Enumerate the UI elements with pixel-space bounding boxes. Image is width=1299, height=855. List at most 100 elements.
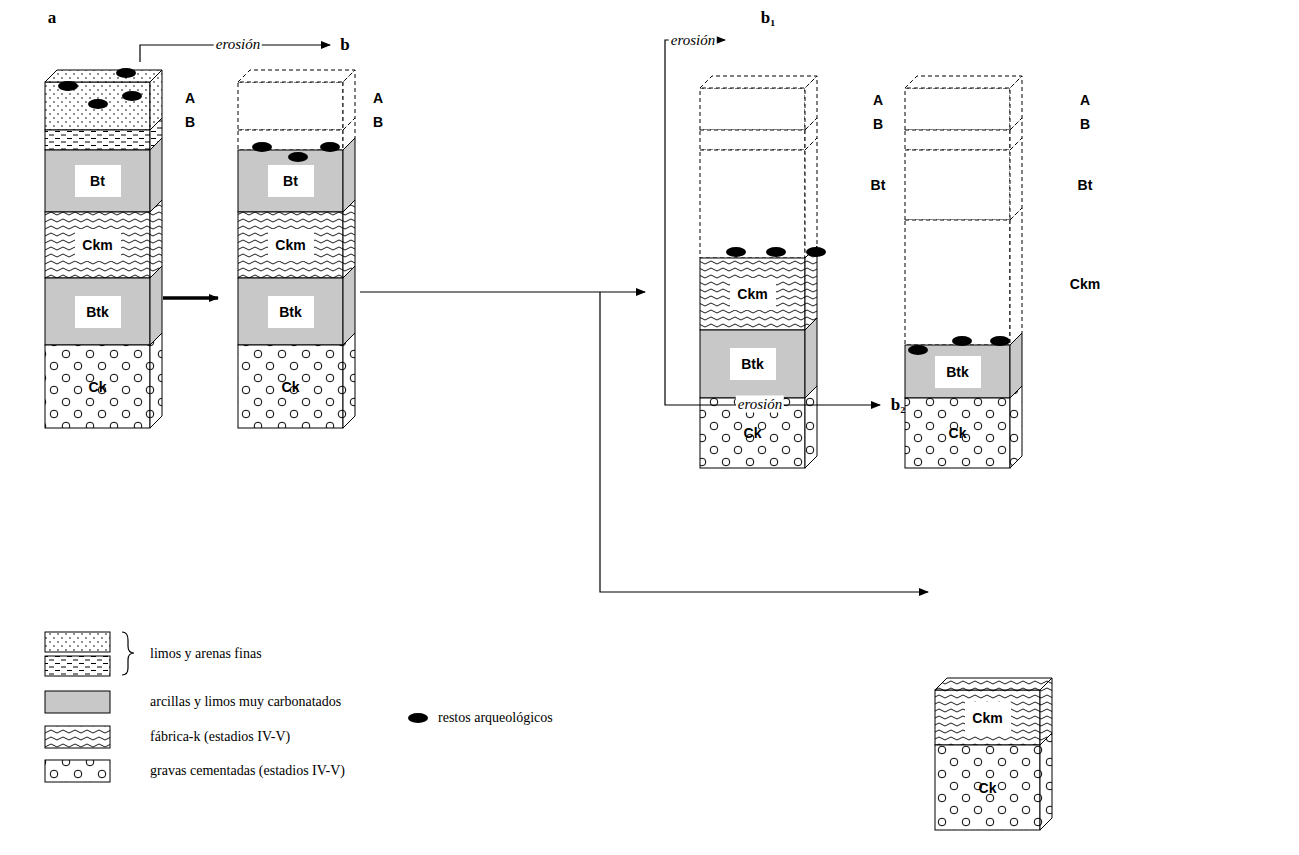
legend-text: gravas cementadas (estadios IV-V) xyxy=(150,763,345,779)
horizon-label-box: Ck xyxy=(965,772,1011,804)
legend-text: fábrica-k (estadios IV-V) xyxy=(150,729,290,745)
soil-layer xyxy=(45,150,150,212)
horizon-label-box: Bt xyxy=(268,165,314,197)
process-label: erosión xyxy=(214,36,262,53)
soil-layer xyxy=(905,398,1010,468)
horizon-label-box: Bt xyxy=(75,165,121,197)
horizon-name: A xyxy=(185,90,195,106)
horizon-name: Ck xyxy=(282,379,300,395)
horizon-name: Ck xyxy=(89,379,107,395)
soil-layer xyxy=(238,150,343,212)
horizon-name: Bt xyxy=(283,173,298,189)
legend-text: limos y arenas finas xyxy=(150,646,262,662)
soil-layer xyxy=(150,266,162,345)
soil-layer xyxy=(45,130,150,150)
soil-layer xyxy=(935,678,1052,690)
horizon-name: A xyxy=(873,92,883,108)
soil-layer xyxy=(1010,138,1022,220)
soil-layer xyxy=(805,246,817,330)
horizon-label-box: Ckm xyxy=(75,229,121,261)
horizon-label-box: Ckm xyxy=(730,278,776,310)
soil-layer xyxy=(700,330,805,398)
soil-layer xyxy=(238,278,343,345)
horizon-label-box: Btk xyxy=(730,348,776,380)
process-label: erosión xyxy=(669,32,717,49)
soil-layer xyxy=(238,82,343,130)
soil-layer xyxy=(805,138,817,258)
horizon-name: A xyxy=(373,90,383,106)
horizon-name: B xyxy=(373,114,383,130)
soil-layer xyxy=(905,220,1010,345)
legend-text: restos arqueológicos xyxy=(438,710,553,726)
legend-swatch xyxy=(45,691,110,713)
horizon-label-box: Ck xyxy=(730,417,776,449)
horizon-label-box: Btk xyxy=(75,296,121,328)
soil-layer xyxy=(905,130,1010,150)
soil-layer xyxy=(700,258,805,330)
horizon-name: Btk xyxy=(279,304,302,320)
stage-letter: a xyxy=(48,8,57,28)
stage-letter: b xyxy=(340,35,349,55)
stage-letter: b₁ xyxy=(761,8,776,28)
soil-layer xyxy=(45,212,150,278)
soil-layer xyxy=(343,200,355,278)
horizon-label-box: Btk xyxy=(935,356,981,388)
soil-layer xyxy=(805,386,817,468)
horizon-name: B xyxy=(873,116,883,132)
horizon-name: A xyxy=(1080,92,1090,108)
stage-letter: b₂ xyxy=(891,395,906,415)
horizon-name: Bt xyxy=(871,177,886,193)
process-label: erosión xyxy=(736,396,784,413)
horizon-label-box: Ck xyxy=(268,371,314,403)
horizon-name: Btk xyxy=(741,356,764,372)
soil-layer xyxy=(343,138,355,212)
horizon-name: Bt xyxy=(90,173,105,189)
horizon-label-box: Ck xyxy=(75,371,121,403)
horizon-name: Ckm xyxy=(737,286,767,302)
soil-layer xyxy=(238,345,343,428)
soil-layer xyxy=(905,88,1010,130)
horizon-label-box: Btk xyxy=(268,296,314,328)
horizon-name: Ck xyxy=(979,780,997,796)
soil-layer xyxy=(150,333,162,428)
soil-layer xyxy=(45,345,150,428)
horizon-name: Bt xyxy=(1078,177,1093,193)
soil-layer xyxy=(238,212,343,278)
soil-layer xyxy=(805,318,817,398)
soil-layer xyxy=(905,76,1022,88)
horizon-name: Ckm xyxy=(972,710,1002,726)
horizon-name: Btk xyxy=(946,364,969,380)
soil-layer xyxy=(935,690,1040,745)
soil-layer xyxy=(45,82,150,130)
soil-layer xyxy=(45,278,150,345)
soil-layer xyxy=(700,150,805,258)
soil-layer xyxy=(905,345,1010,398)
legend-text: arcillas y limos muy carbonatados xyxy=(150,694,341,710)
horizon-name: Btk xyxy=(86,304,109,320)
soil-layer xyxy=(238,70,355,82)
horizon-name: Ckm xyxy=(1070,276,1100,292)
soil-layer xyxy=(700,130,805,150)
horizon-name: Ck xyxy=(949,425,967,441)
soil-layer xyxy=(935,745,1040,830)
horizon-label-box: Ck xyxy=(935,417,981,449)
soil-layer xyxy=(150,138,162,212)
soil-layer xyxy=(150,200,162,278)
soil-layer xyxy=(700,88,805,130)
horizon-name: Ckm xyxy=(82,237,112,253)
soil-layer xyxy=(45,70,162,82)
soil-layer xyxy=(343,333,355,428)
soil-layer xyxy=(1040,733,1052,830)
horizon-label-box: Ckm xyxy=(268,229,314,261)
horizon-name: B xyxy=(1080,116,1090,132)
soil-layer xyxy=(1010,386,1022,468)
soil-layer xyxy=(905,150,1010,220)
horizon-name: B xyxy=(185,114,195,130)
horizon-label-box: Ckm xyxy=(965,702,1011,734)
horizon-name: Ckm xyxy=(275,237,305,253)
soil-layer xyxy=(700,76,817,88)
soil-layer xyxy=(1010,208,1022,345)
soil-layer xyxy=(343,266,355,345)
horizon-name: Ck xyxy=(744,425,762,441)
